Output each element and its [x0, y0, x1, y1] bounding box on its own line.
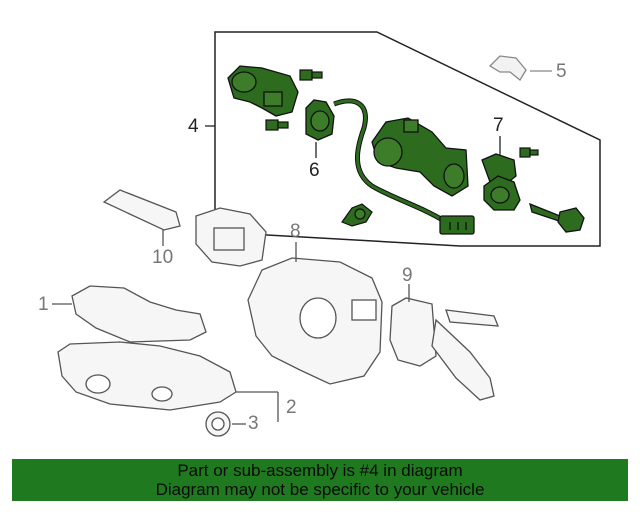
- key-blank: [529, 202, 585, 233]
- banner-line-2: Diagram may not be specific to your vehi…: [155, 480, 485, 499]
- banner-line-1: Part or sub-assembly is #4 in diagram: [177, 461, 463, 480]
- key-reader-ring: [305, 99, 335, 141]
- wire-harness-fill: [333, 99, 447, 224]
- callout-2: 2: [286, 397, 297, 418]
- callout-9: 9: [402, 265, 413, 286]
- harness-connector: [439, 215, 475, 235]
- part-3-grommet: [205, 411, 231, 437]
- part-10-wiper-switch: [102, 189, 267, 267]
- small-clip: [341, 203, 373, 227]
- callout-10: 10: [152, 247, 174, 268]
- callout-8: 8: [290, 221, 301, 242]
- switch-module-7: [481, 153, 521, 211]
- part-8-combination-switch-body: [247, 257, 383, 385]
- part-1-column-cover-upper: [71, 285, 207, 343]
- bolt-lower: [265, 119, 289, 131]
- callout-1: 1: [38, 294, 49, 315]
- part-2-column-cover-lower: [57, 341, 237, 411]
- lock-cylinder-housing: [227, 65, 299, 117]
- info-banner: Part or sub-assembly is #4 in diagram Di…: [12, 459, 628, 501]
- screw-7: [519, 147, 539, 158]
- callout-6: 6: [309, 160, 320, 181]
- callout-3: 3: [248, 413, 259, 434]
- callout-4: 4: [188, 116, 199, 137]
- part-9-turn-signal-switch: [389, 297, 499, 401]
- bolt-upper: [299, 69, 323, 81]
- callout-5: 5: [556, 61, 567, 82]
- callout-7: 7: [493, 115, 504, 136]
- ignition-switch-body: [371, 117, 469, 197]
- part-5-bracket: [488, 55, 527, 81]
